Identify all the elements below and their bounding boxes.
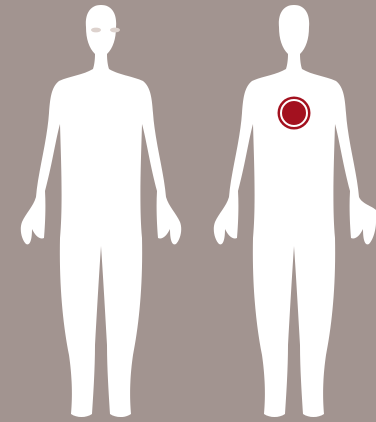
location-marker[interactable]	[278, 97, 311, 130]
front-body-figure	[0, 0, 188, 422]
back-body-figure	[188, 0, 376, 422]
left-eye	[91, 28, 101, 33]
back-body-silhouette	[188, 0, 376, 422]
right-eye	[110, 28, 120, 33]
front-body-silhouette	[0, 0, 188, 422]
front-body-outline	[21, 5, 181, 417]
marker-core	[285, 104, 304, 123]
back-body-outline	[214, 5, 376, 417]
